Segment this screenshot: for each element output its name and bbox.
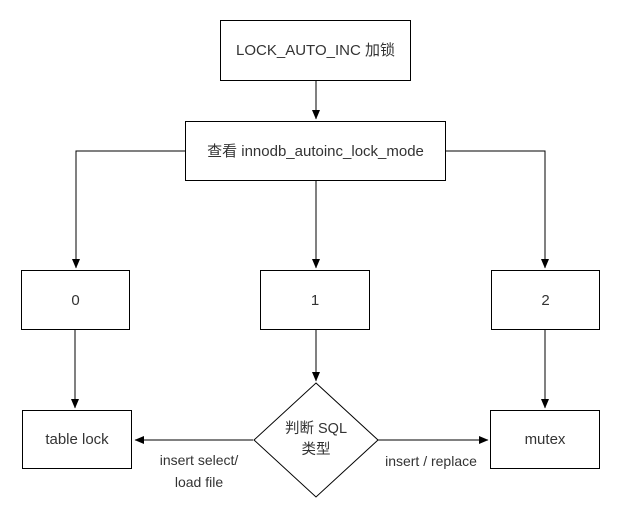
node-check-autoinc-lock-mode-label: 查看 innodb_autoinc_lock_mode	[207, 142, 424, 160]
node-sql-type-decision: 判断 SQL 类型	[262, 408, 370, 472]
edge-label-insert-replace: insert / replace	[374, 450, 488, 472]
node-check-autoinc-lock-mode: 查看 innodb_autoinc_lock_mode	[185, 121, 446, 181]
node-lock-auto-inc-label: LOCK_AUTO_INC 加锁	[236, 42, 395, 59]
node-lock-auto-inc: LOCK_AUTO_INC 加锁	[220, 20, 411, 81]
node-sql-type-decision-label-line1: 判断 SQL	[284, 421, 348, 437]
edge-label-insert-select-line1: insert select/	[159, 452, 239, 468]
node-table-lock: table lock	[22, 410, 132, 469]
edge-label-insert-select-load-file: insert select/ load file	[140, 449, 258, 493]
edge-label-insert-select-line2: load file	[174, 474, 224, 490]
node-mode-0-label: 0	[71, 291, 80, 309]
node-mode-1: 1	[260, 270, 370, 330]
edge-check-to-mode2	[446, 150, 549, 269]
node-mode-0: 0	[21, 270, 130, 330]
node-mutex: mutex	[490, 410, 600, 469]
decision-diamond-shape	[253, 382, 379, 498]
node-mutex-label: mutex	[524, 431, 566, 448]
node-mode-1-label: 1	[310, 291, 320, 309]
node-mode-2-label: 2	[541, 291, 550, 309]
edge-label-insert-replace-text: insert / replace	[385, 453, 477, 469]
node-table-lock-label: table lock	[45, 431, 109, 448]
node-mode-2: 2	[491, 270, 600, 330]
edge-check-to-mode0	[72, 150, 185, 269]
node-sql-type-decision-label-line2: 类型	[301, 442, 331, 458]
